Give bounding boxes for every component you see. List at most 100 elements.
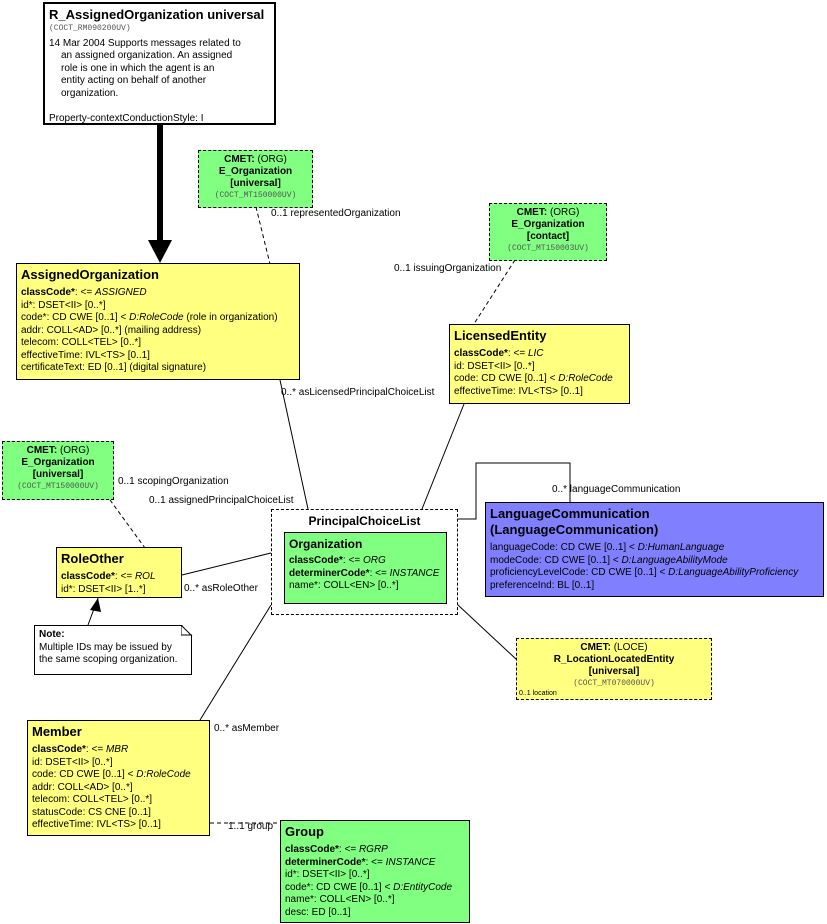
cmet-code: (ORG) [547, 207, 580, 218]
attr-value: INSTANCE [389, 567, 440, 579]
cmet-code: (LOCE) [610, 642, 648, 653]
attr-op: : <= [74, 287, 95, 298]
attr-effective-time: effectiveTime: IVL<TS> [0..1] [454, 385, 583, 397]
attr-addr: addr: COLL<AD> [0..*] (mailing address) [21, 324, 202, 336]
attr-classcode: classCode*: <= RGRP [285, 844, 465, 857]
cmet-class: E_Organization [218, 166, 293, 177]
cmet-scoping-organization[interactable]: CMET: (ORG) E_Organization [universal] (… [2, 441, 114, 500]
class-title: RoleOther [61, 551, 124, 566]
attr-domain: D:RoleCode [136, 769, 191, 780]
attr-telecom: telecom: COLL<TEL> [0..*] [21, 337, 142, 348]
role-other-class[interactable]: RoleOther classCode*: <= ROL id*: DSET<I… [56, 547, 182, 598]
cmet-id: (COCT_MT150003UV) [507, 244, 589, 253]
attr-value: ASSIGNED [94, 287, 147, 298]
cmet-class: R_LocationLocatedEntity [553, 654, 675, 665]
attr-certificate-text: certificateText: ED [0..1] (digital sign… [21, 362, 207, 373]
cmet-class: E_Organization [511, 219, 585, 230]
attr-name: determinerCode* [289, 567, 370, 579]
attr-determiner-code: determinerCode*: <= INSTANCE [289, 568, 442, 581]
group-class[interactable]: Group classCode*: <= RGRP determinerCode… [280, 820, 470, 923]
attr-domain: D:LanguageAbilityProficiency [668, 567, 799, 578]
attr-name: classCode* [32, 744, 86, 755]
attr-name-field: name*: COLL<EN> [0..*] [285, 894, 395, 905]
attr-id: id: DSET<II> [0..*] [454, 360, 535, 372]
attr-value: RGRP [358, 844, 388, 855]
assigned-choice-line [279, 379, 309, 510]
cmet-keyword: CMET: [26, 445, 58, 456]
cmet-variant: [universal] [32, 469, 84, 480]
attr-effective-time: effectiveTime: IVL<TS> [0..1] [32, 819, 161, 830]
conduction-style: Property-contextConductionStyle: I [49, 113, 204, 124]
attr-code: code*: CD CWE [0..1] < D:RoleCode (role … [21, 312, 295, 325]
assigned-organization-class[interactable]: AssignedOrganization classCode*: <= ASSI… [16, 263, 300, 380]
description-line: organization. [61, 87, 119, 99]
principal-choice-list[interactable]: PrincipalChoiceList Organization classCo… [271, 509, 458, 615]
attr-name: determinerCode* [285, 856, 366, 868]
cmet-variant: [universal] [230, 178, 281, 189]
label-group: 1..1 group [228, 821, 274, 832]
attr-name: classCode* [289, 555, 343, 566]
attr-code: code: CD CWE [0..1] < D:RoleCode [454, 373, 625, 386]
attr-domain: D:RoleCode [129, 312, 184, 323]
attr-name: classCode* [454, 348, 508, 359]
attr-type: code*: CD CWE [0..1] < [285, 881, 394, 893]
cmet-location-located-entity[interactable]: CMET: (LOCE) R_LocationLocatedEntity [un… [516, 638, 712, 700]
member-choice-line [199, 604, 272, 721]
roleother-choice-line [181, 552, 272, 576]
label-scoping-organization: 0..1 scopingOrganization [118, 476, 229, 487]
organization-class[interactable]: Organization classCode*: <= ORG determin… [284, 532, 447, 604]
attr-telecom: telecom: COLL<TEL> [0..*] [32, 794, 153, 805]
attr-language-code: languageCode: CD CWE [0..1] < D:HumanLan… [490, 542, 819, 555]
cmet-id: (COCT_MT150000UV) [17, 482, 99, 491]
note-box: Note: Multiple IDs may be issued by the … [34, 625, 192, 675]
attr-op: : <= [507, 348, 528, 359]
description-line: entity acting on behalf of another [61, 75, 207, 86]
cmet-id: (COCT_MT150000UV) [214, 191, 297, 200]
cmet-variant: [universal] [588, 666, 640, 677]
attr-classcode: classCode*: <= ASSIGNED [21, 287, 295, 300]
attr-note: (role in organization) [183, 312, 278, 323]
attr-value: ROL [134, 571, 156, 582]
attr-op: : <= [114, 571, 135, 582]
class-title: LanguageCommunication [490, 506, 650, 521]
model-id: (COCT_RM090200UV) [49, 24, 131, 33]
location-line [457, 604, 518, 661]
header-arrowhead [148, 240, 172, 263]
attr-value: MBR [105, 744, 129, 755]
attr-mode-code: modeCode: CD CWE [0..1] < D:LanguageAbil… [490, 555, 819, 568]
cmet-represented-organization[interactable]: CMET: (ORG) E_Organization [universal] (… [198, 150, 313, 208]
cmet-id: (COCT_MT070000UV) [573, 679, 655, 688]
attr-domain: D:LanguageAbilityMode [621, 554, 728, 566]
attr-addr: addr: COLL<AD> [0..*] [32, 781, 133, 793]
attr-type: proficiencyLevelCode: CD CWE [0..1] < [490, 567, 669, 578]
issuing-connector [471, 259, 516, 328]
label-as-licensed-principal-choice-list: 0..* asLicensedPrincipalChoiceList [281, 387, 435, 398]
language-communication-class[interactable]: LanguageCommunication (LanguageCommunica… [485, 502, 824, 597]
attr-op: : <= [85, 744, 106, 755]
label-language-communication: 0..* languageCommunication [552, 484, 681, 495]
attr-effective-time: effectiveTime: IVL<TS> [0..1] [21, 349, 150, 361]
cmet-code: (ORG) [57, 445, 90, 456]
label-assigned-principal-choice-list: 0..1 assignedPrincipalChoiceList [149, 495, 294, 506]
attr-id: id: DSET<II> [0..*] [32, 756, 113, 768]
licensed-entity-class[interactable]: LicensedEntity classCode*: <= LIC id: DS… [449, 324, 630, 404]
attr-preference-ind: preferenceInd: BL [0..1] [490, 579, 595, 591]
attr-op: : <= [369, 567, 390, 579]
attr-proficiency-level-code: proficiencyLevelCode: CD CWE [0..1] < D:… [490, 567, 819, 580]
cmet-issuing-organization[interactable]: CMET: (ORG) E_Organization [contact] (CO… [489, 203, 607, 261]
note-title: Note: [39, 629, 65, 640]
attr-status-code: statusCode: CS CNE [0..1] [32, 806, 151, 818]
class-title: AssignedOrganization [21, 267, 159, 282]
note-text: Multiple IDs may be issued by [39, 641, 172, 653]
note-fold-icon [181, 625, 193, 637]
cmet-keyword: CMET: [224, 154, 255, 165]
attr-code: code: CD CWE [0..1] < D:RoleCode [32, 769, 205, 782]
label-as-role-other: 0..* asRoleOther [184, 583, 258, 594]
cmet-line-1: CMET: (ORG) [203, 154, 308, 166]
model-description: 14 Mar 2004 Supports messages related to… [49, 38, 270, 101]
member-class[interactable]: Member classCode*: <= MBR id: DSET<II> [… [27, 720, 210, 836]
label-represented-organization: 0..1 representedOrganization [271, 208, 401, 219]
class-title: Group [285, 824, 324, 839]
class-subtitle: (LanguageCommunication) [490, 522, 659, 537]
